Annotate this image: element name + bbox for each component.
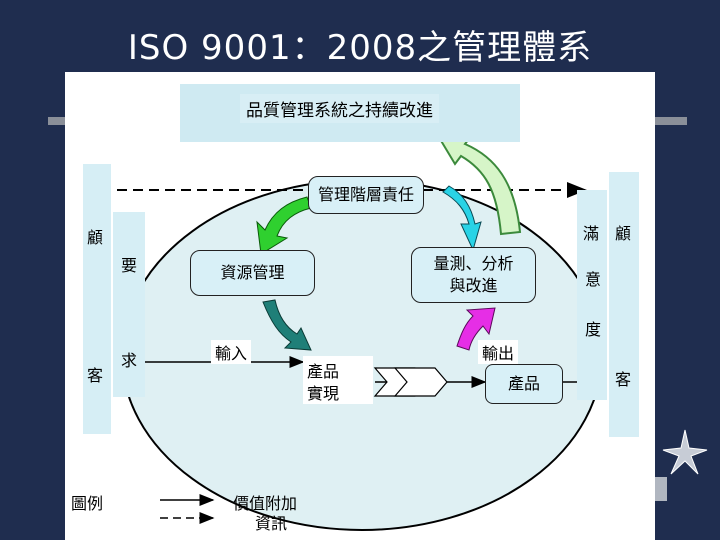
right-customer-char-top: 顧 <box>615 224 632 243</box>
left-requirement-column: 要 求 <box>113 212 145 397</box>
left-decor-bar <box>48 117 66 125</box>
green-cycle-arrow <box>256 196 312 255</box>
measurement-label-line2: 與改進 <box>449 276 498 295</box>
continuous-improvement-box: 品質管理系統之持續改進 <box>180 84 520 142</box>
product-realization-line2: 實現 <box>307 384 340 403</box>
diagram-panel: 品質管理系統之持續改進 顧 客 要 求 滿 意 度 顧 客 管理階層責任 資源管… <box>65 72 655 540</box>
measurement-label-line1: 量測、分析 <box>433 254 514 274</box>
legend-dashed-label: 資訊 <box>255 514 288 533</box>
resource-management-box: 資源管理 <box>190 250 315 296</box>
management-responsibility-box: 管理階層責任 <box>308 176 424 214</box>
process-diagram <box>83 133 607 531</box>
right-decor-box <box>655 477 667 501</box>
product-realization-line1: 產品 <box>307 362 340 381</box>
right-customer-char-bottom: 客 <box>615 370 632 389</box>
right-customer-column: 顧 客 <box>609 172 639 437</box>
right-satisfaction-column: 滿 意 度 <box>577 190 607 400</box>
legend-title: 圖例 <box>71 494 104 513</box>
right-satisfaction-char-1: 滿 <box>583 224 600 243</box>
left-customer-column: 顧 客 <box>83 164 111 434</box>
right-satisfaction-char-3: 度 <box>585 320 602 339</box>
legend-solid-label: 價值附加 <box>233 494 298 513</box>
left-requirement-char-top: 要 <box>121 256 138 275</box>
product-box: 產品 <box>485 364 563 404</box>
teal-cycle-arrow <box>262 299 312 351</box>
process-ellipse <box>121 179 603 531</box>
magenta-cycle-arrow <box>456 307 496 351</box>
left-requirement-char-bottom: 求 <box>121 351 138 370</box>
input-label: 輸入 <box>211 340 252 364</box>
slide-title: ISO 9001：2008之管理體系 <box>127 28 593 68</box>
product-realization-box: 產品 實現 <box>303 356 373 404</box>
left-customer-char-bottom: 客 <box>87 366 104 385</box>
left-customer-char-top: 顧 <box>87 228 104 247</box>
cyan-cycle-arrow <box>442 185 482 252</box>
flow-chevron-2 <box>393 367 448 397</box>
continuous-improvement-label: 品質管理系統之持續改進 <box>240 94 439 123</box>
right-satisfaction-char-2: 意 <box>585 270 602 289</box>
right-decor-bar <box>655 117 687 125</box>
measurement-analysis-box: 量測、分析 與改進 <box>411 247 536 303</box>
output-label: 輸出 <box>478 340 519 364</box>
star-icon <box>662 429 708 475</box>
